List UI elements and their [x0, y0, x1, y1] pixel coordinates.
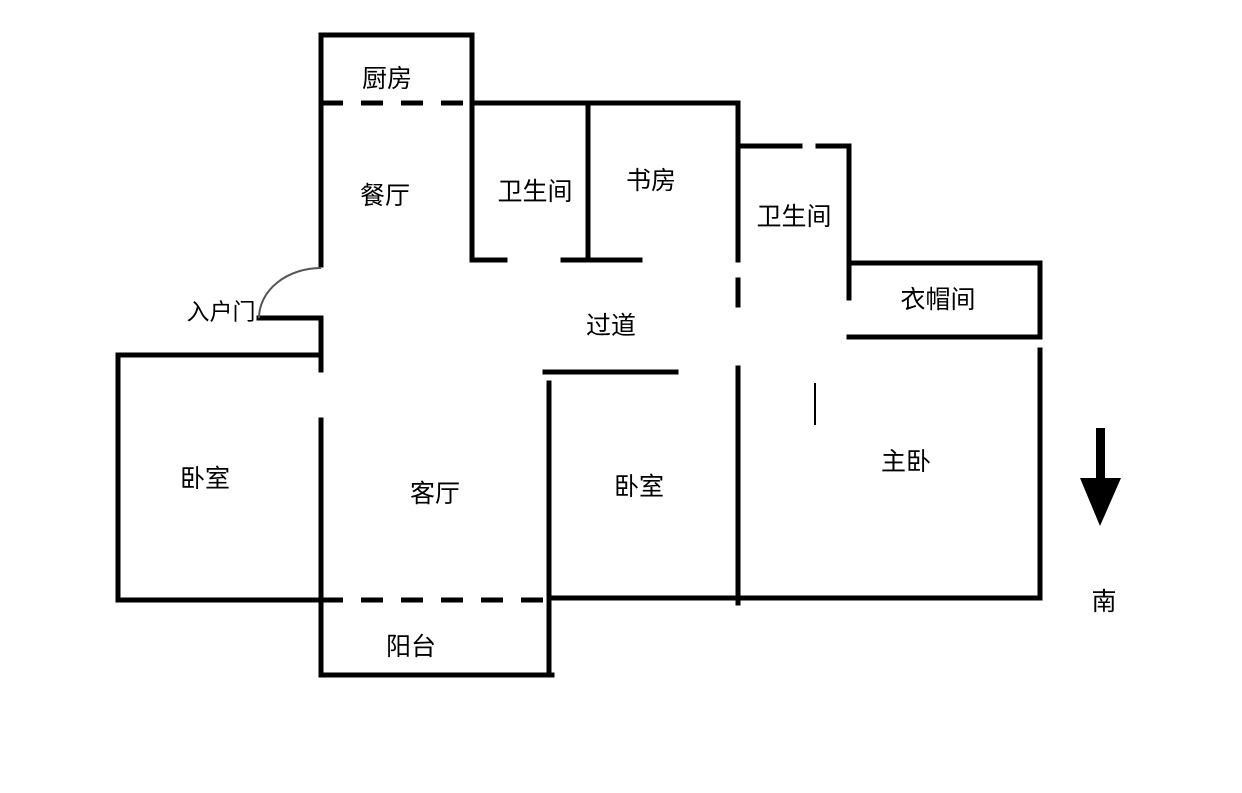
hallway-label: 过道 [586, 311, 636, 340]
living-room-label: 客厅 [410, 479, 460, 508]
study-label: 书房 [626, 166, 676, 195]
middle-bedroom-walls [542, 369, 741, 678]
bath1-walls [469, 100, 643, 263]
middle-bedroom-label: 卧室 [614, 472, 664, 501]
kitchen-label: 厨房 [362, 64, 412, 93]
balcony-label: 阳台 [386, 632, 436, 661]
bath2-label: 卫生间 [756, 202, 831, 231]
entrance-label: 入户门 [187, 300, 256, 326]
master-bedroom-label: 主卧 [881, 447, 931, 476]
kitchen-walls [318, 32, 475, 106]
dining-label: 餐厅 [360, 181, 410, 210]
entrance-door-swing [258, 267, 322, 319]
left-bedroom-walls [115, 352, 324, 603]
south-direction-label: 南 [1091, 587, 1116, 616]
bath1-label: 卫生间 [497, 177, 572, 206]
left-bedroom-label: 卧室 [180, 464, 230, 493]
master-bedroom-walls [735, 347, 1043, 601]
bath2-walls [735, 143, 852, 301]
arrow-down-icon [1080, 428, 1121, 526]
cloakroom-label: 衣帽间 [900, 285, 975, 314]
cloakroom-walls [846, 260, 1043, 340]
